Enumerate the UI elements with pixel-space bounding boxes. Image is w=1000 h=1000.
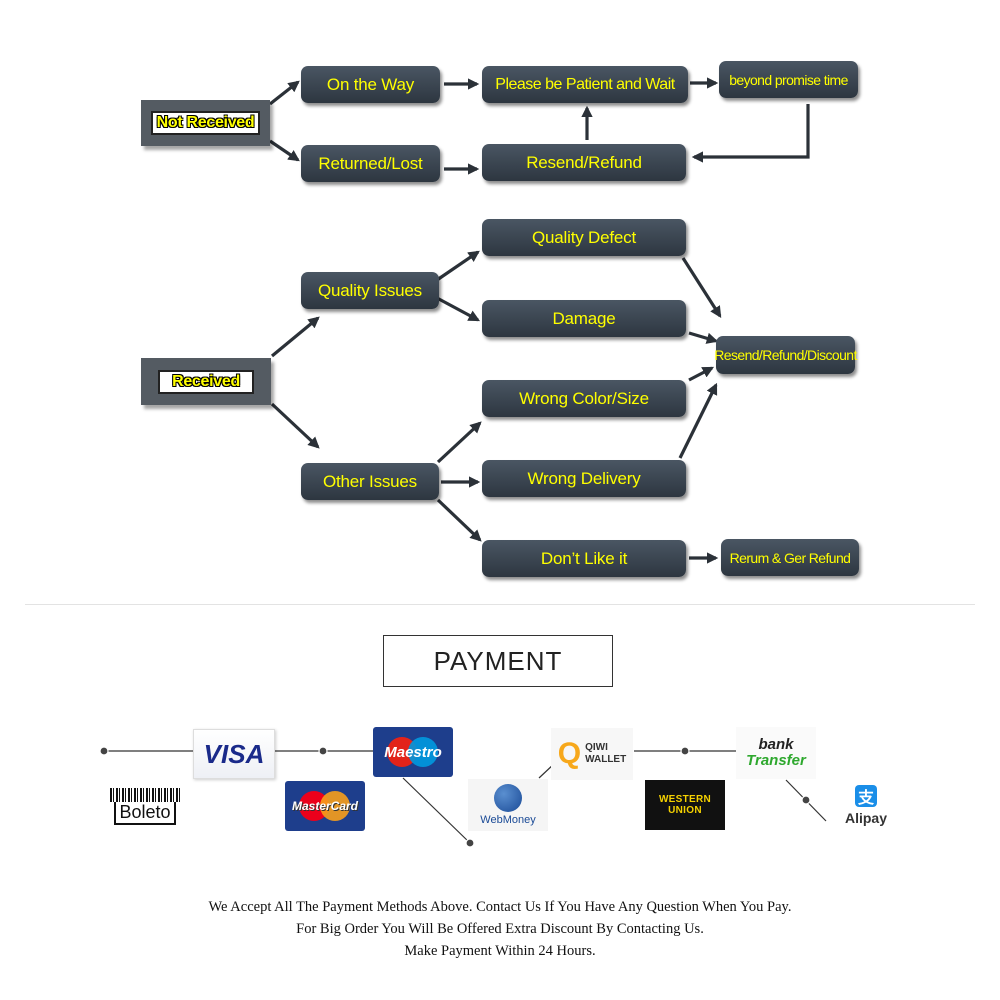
qiwi-label-1: QIWI (585, 742, 608, 753)
arrow-damage-to-resolution (688, 331, 719, 344)
please-wait-node: Please be Patient and Wait (482, 66, 688, 103)
dont-like-node: Don’t Like it (482, 540, 686, 577)
western-union-label-2: UNION (668, 805, 702, 816)
mastercard-logo: MasterCard (285, 781, 365, 831)
qiwi-logo: Q QIWI WALLET (551, 728, 633, 780)
beyond-promise-node: beyond promise time (719, 61, 858, 98)
arrow-notreceived-to-returned (269, 139, 300, 162)
payment-dot (801, 795, 811, 805)
alipay-logo: 支 Alipay (835, 777, 897, 833)
returned-lost-node: Returned/Lost (301, 145, 440, 182)
webmoney-logo: WebMoney (468, 779, 548, 831)
arrow-other-to-dontlike (436, 498, 482, 542)
wrong-color-size-node: Wrong Color/Size (482, 380, 686, 417)
received-root: Received (141, 358, 271, 405)
arrow-received-to-other (270, 402, 320, 449)
arrow-notreceived-to-ontheway (269, 80, 300, 106)
transfer-label: Transfer (746, 752, 806, 769)
payment-dot (680, 746, 690, 756)
return-refund-node: Rerum & Ger Refund (721, 539, 859, 576)
resend-refund-node: Resend/Refund (482, 144, 686, 181)
webmoney-label: WebMoney (480, 814, 536, 826)
barcode-icon (110, 787, 180, 802)
arrow-color-to-resolution (688, 366, 715, 382)
maestro-logo: Maestro (373, 727, 453, 777)
visa-logo: VISA (193, 729, 275, 779)
qiwi-label-2: WALLET (585, 754, 627, 765)
bank-label: bank (758, 736, 794, 753)
quality-defect-node: Quality Defect (482, 219, 686, 256)
alipay-icon: 支 (855, 784, 877, 807)
payment-line-3 (402, 777, 471, 844)
arrow-received-to-quality (270, 316, 320, 358)
payment-dot (318, 746, 328, 756)
quality-issues-node: Quality Issues (301, 272, 439, 309)
section-divider (25, 604, 975, 605)
boleto-label: Boleto (114, 801, 176, 825)
not-received-label: Not Received (150, 111, 261, 135)
bank-transfer-logo: bank Transfer (736, 727, 816, 779)
western-union-logo: WESTERN UNION (645, 780, 725, 830)
other-issues-node: Other Issues (301, 463, 439, 500)
boleto-logo: Boleto (105, 781, 185, 831)
not-received-root: Not Received (141, 100, 270, 146)
visa-label: VISA (203, 738, 265, 769)
received-label: Received (158, 369, 254, 394)
arrow-delivery-to-resolution (678, 382, 718, 459)
footer-line-1: We Accept All The Payment Methods Above.… (208, 899, 792, 915)
payment-dot (465, 838, 475, 848)
damage-node: Damage (482, 300, 686, 337)
arrow-quality-to-damage (436, 296, 481, 322)
maestro-blue-circle (408, 737, 438, 767)
payment-title: PAYMENT (383, 635, 613, 687)
western-union-label-1: WESTERN (658, 794, 712, 805)
payment-dot (99, 746, 109, 756)
on-the-way-node: On the Way (301, 66, 440, 103)
mastercard-label: MasterCard (291, 799, 359, 813)
arrow-quality-to-defect (436, 250, 480, 282)
wrong-delivery-node: Wrong Delivery (482, 460, 686, 497)
arrow-beyond-to-resend (691, 104, 810, 163)
maestro-label: Maestro (384, 743, 442, 761)
globe-icon (494, 784, 522, 812)
resend-refund-discount-node: Resend/Refund/Discount (714, 336, 857, 374)
alipay-label: Alipay (844, 809, 887, 826)
mastercard-yellow-circle (320, 791, 350, 821)
footer-line-2: For Big Order You Will Be Offered Extra … (296, 921, 704, 937)
qiwi-text-block: QIWI WALLET (585, 742, 626, 766)
qiwi-q-icon: Q (557, 737, 582, 770)
arrow-defect-to-resolution (681, 257, 722, 318)
arrow-other-to-color (436, 421, 482, 464)
footer-line-3: Make Payment Within 24 Hours. (404, 943, 596, 959)
